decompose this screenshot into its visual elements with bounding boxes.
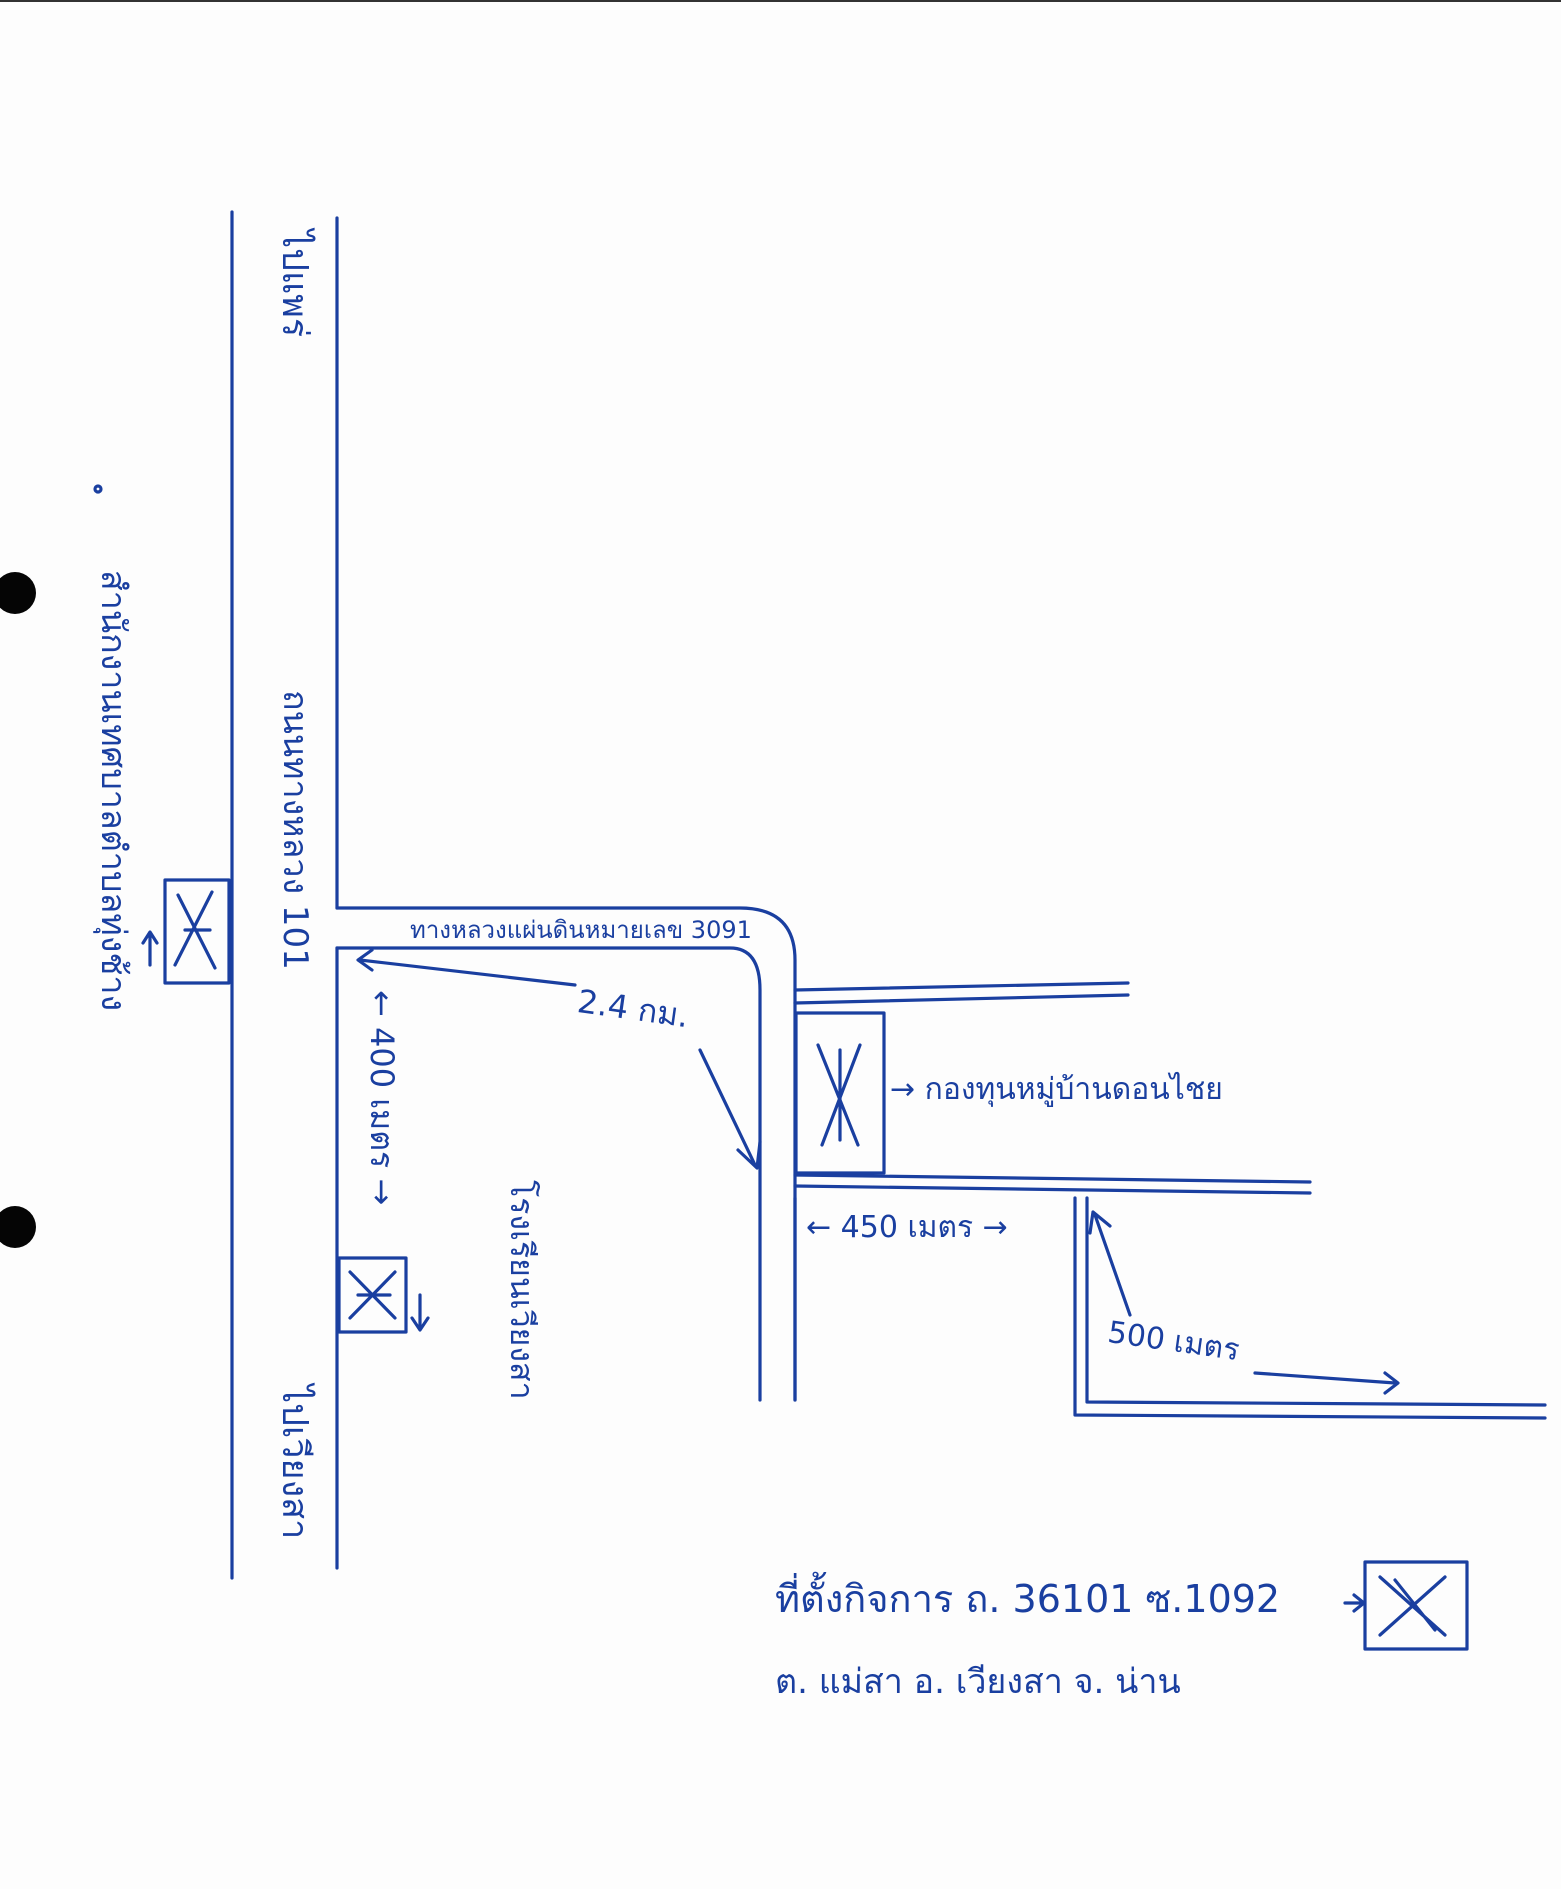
- village-road-south-edge: [793, 1173, 1312, 1184]
- village-fund-marker-box: [794, 1011, 886, 1175]
- village-road-south-edge-b: [793, 1184, 1312, 1195]
- school-marker-box: [337, 1256, 408, 1334]
- address-line-2: ต. แม่สา อ. เวียงสา จ. น่าน: [775, 1662, 1181, 1702]
- distance-450-label: ← 450 เมตร →: [806, 1210, 1008, 1245]
- lane-east-edge-a: [1073, 1196, 1547, 1420]
- lane-east-edge-b: [1085, 1196, 1547, 1407]
- village-fund-label: → กองทุนหมู่บ้านดอนไชย: [890, 1072, 1223, 1107]
- school-arrow: [410, 1293, 430, 1332]
- punch-hole-top: [0, 572, 36, 614]
- punch-hole-bottom: [0, 1206, 36, 1248]
- site-x-icon: [1378, 1575, 1447, 1637]
- dist-500-arrow-up: [1088, 1210, 1132, 1317]
- address-line-1: ที่ตั้งกิจการ ถ. 36101 ซ.1092: [775, 1577, 1281, 1621]
- village-road-north-edge-b: [793, 981, 1130, 992]
- dist-2-4-arrow-head: [356, 948, 374, 972]
- highway-101-label: ถนนทางหลวง 101: [275, 690, 315, 970]
- distance-400-label: ← 400 เมตร →: [363, 990, 401, 1206]
- ink-dot: [93, 484, 103, 494]
- site-arrow: [1343, 1593, 1366, 1613]
- highway-3091-label: ทางหลวงแผ่นดินหมายเลข 3091: [410, 916, 752, 944]
- page-top-border: [0, 0, 1561, 2]
- dist-2-4-arrow-line: [358, 958, 577, 987]
- office-x-icon: [173, 890, 217, 970]
- highway-3091-north-edge: [335, 906, 797, 1005]
- office-arrow: [141, 930, 159, 967]
- dist-500-arrow-right: [1253, 1371, 1400, 1395]
- site-marker-box: [1363, 1560, 1469, 1651]
- to-phrae-label: ไปแพร่: [274, 230, 315, 338]
- village-road-north-edge: [793, 993, 1130, 1005]
- school-label: โรงเรียนเวียงสา: [503, 1180, 541, 1400]
- highway-3091-south-edge: [335, 946, 762, 1402]
- to-wiang-sa-label: ไปเวียงสา: [274, 1385, 315, 1540]
- office-marker-box: [163, 878, 231, 985]
- office-label: สำนักงานเทศบาลตำบลทุ่งช้าง: [93, 570, 133, 1012]
- village-fund-x-icon: [816, 1043, 862, 1147]
- dist-2-4-down-arrow: [698, 1048, 762, 1170]
- school-x-icon: [348, 1270, 397, 1320]
